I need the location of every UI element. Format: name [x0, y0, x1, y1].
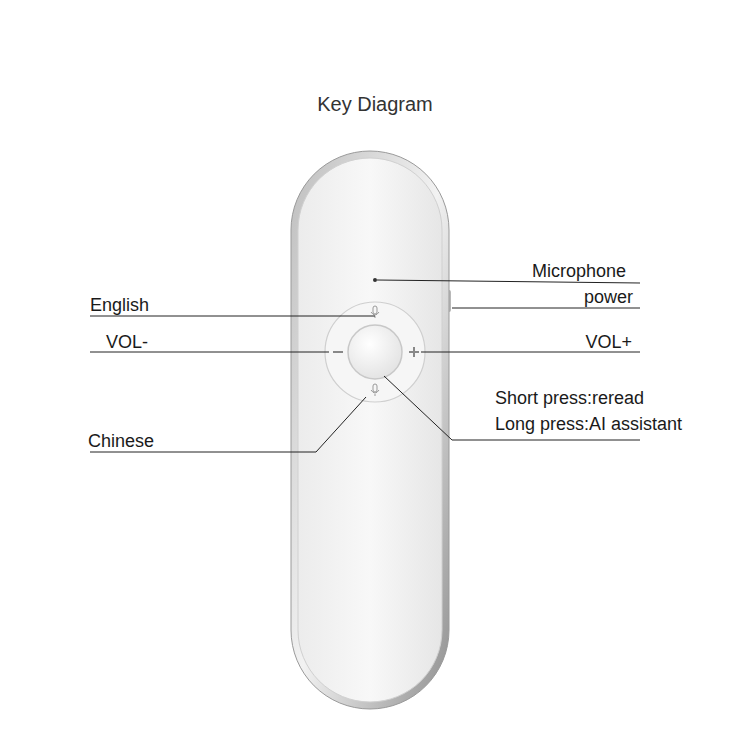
mic-icon: [371, 384, 379, 396]
part-label: Chinese: [88, 432, 154, 450]
part-label: power: [584, 288, 633, 306]
part-label: English: [90, 296, 149, 314]
diagram-title: Key Diagram: [317, 94, 433, 114]
housing-rim: [291, 151, 449, 709]
key-ring: [325, 302, 425, 402]
minus-symbol: [333, 351, 343, 353]
part-label: Long press:AI assistant: [495, 415, 682, 433]
part-label: Short press:reread: [495, 389, 644, 407]
center-button: [348, 325, 402, 379]
part-label: Microphone: [532, 262, 626, 280]
part-label: VOL+: [585, 333, 632, 351]
part-label: VOL-: [106, 333, 148, 351]
microphone-hole: [373, 278, 377, 282]
housing-face: [298, 158, 442, 702]
plus-symbol: [413, 347, 415, 357]
